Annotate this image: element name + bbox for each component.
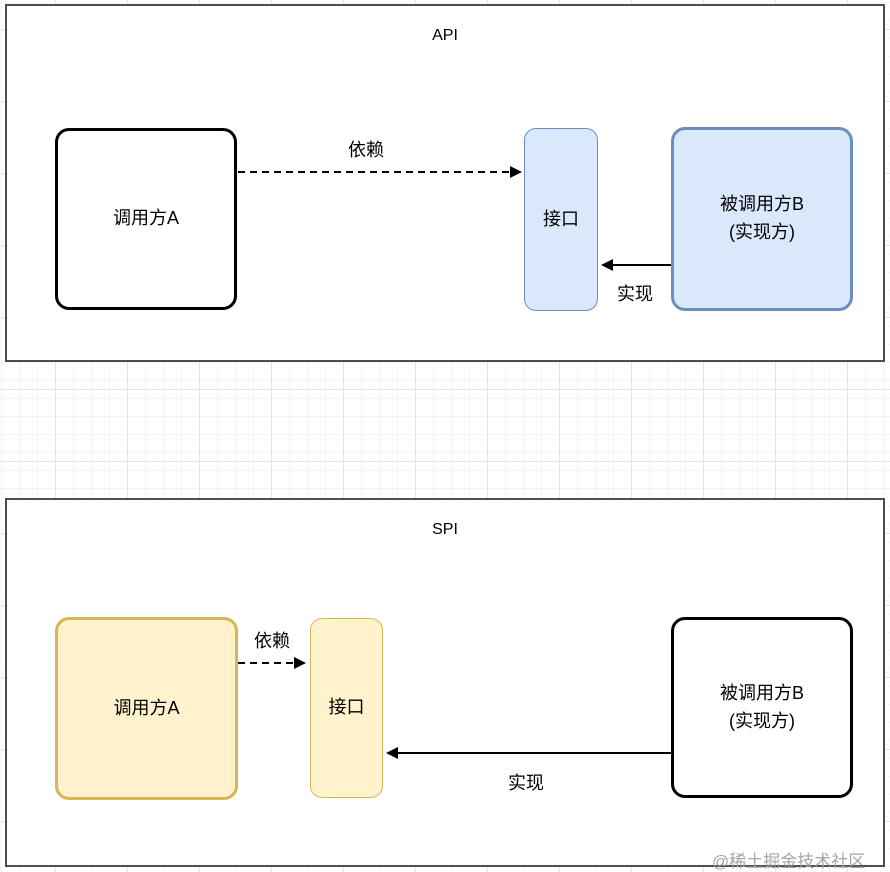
api-caller-label: 调用方A xyxy=(112,208,179,229)
spi-caller-label: 调用方A xyxy=(113,697,180,718)
api-caller-box: 调用方A xyxy=(55,128,237,310)
api-callee-label: 被调用方B (实现方) xyxy=(720,191,804,247)
watermark-text: @稀土掘金技术社区 xyxy=(712,852,866,871)
api-callee-box: 被调用方B (实现方) xyxy=(671,127,853,311)
spi-interface-label: 接口 xyxy=(328,697,365,718)
api-callee-label-line1: 被调用方B xyxy=(719,194,804,215)
api-dependency-label: 依赖 xyxy=(348,140,384,160)
spi-interface-box: 接口 xyxy=(310,618,383,798)
api-implementation-label: 实现 xyxy=(617,284,653,304)
spi-callee-label-line1: 被调用方B xyxy=(719,682,804,703)
api-callee-label-line2: (实现方) xyxy=(728,222,795,242)
api-interface-label: 接口 xyxy=(543,208,579,229)
spi-implementation-label: 实现 xyxy=(508,773,544,793)
spi-dependency-label: 依赖 xyxy=(254,631,290,651)
spi-callee-label: 被调用方B (实现方) xyxy=(720,680,804,736)
spi-panel-title: SPI xyxy=(432,521,458,538)
api-panel-title: API xyxy=(432,27,458,44)
spi-callee-label-line2: (实现方) xyxy=(728,710,795,731)
spi-caller-box: 调用方A xyxy=(55,617,238,800)
api-interface-box: 接口 xyxy=(524,128,598,311)
spi-callee-box: 被调用方B (实现方) xyxy=(671,617,853,798)
